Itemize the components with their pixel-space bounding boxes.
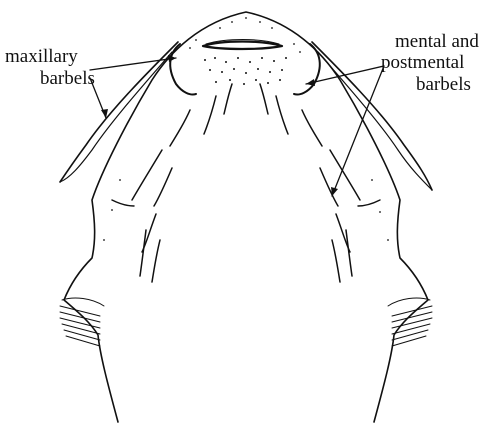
label-mental-line1: mental and (395, 32, 479, 52)
pectoral-fin-left (60, 298, 104, 346)
pointer-mental-2 (332, 66, 384, 196)
label-mental-line2: postmental (381, 53, 464, 73)
mouth (203, 42, 282, 50)
maxillary-barbel-left-base (170, 44, 196, 95)
pointer-arrowheads (101, 55, 338, 196)
label-mental-line3: barbels (416, 75, 471, 95)
label-maxillary-line1: maxillary (5, 47, 78, 67)
pectoral-fin-right (388, 298, 432, 346)
label-maxillary-line2: barbels (40, 69, 95, 89)
snout-stipple (103, 17, 389, 241)
side-lump-right (358, 200, 380, 206)
side-lump-left (112, 200, 134, 206)
mental-barbels (132, 84, 360, 282)
maxillary-barbel-right-base (294, 44, 320, 95)
